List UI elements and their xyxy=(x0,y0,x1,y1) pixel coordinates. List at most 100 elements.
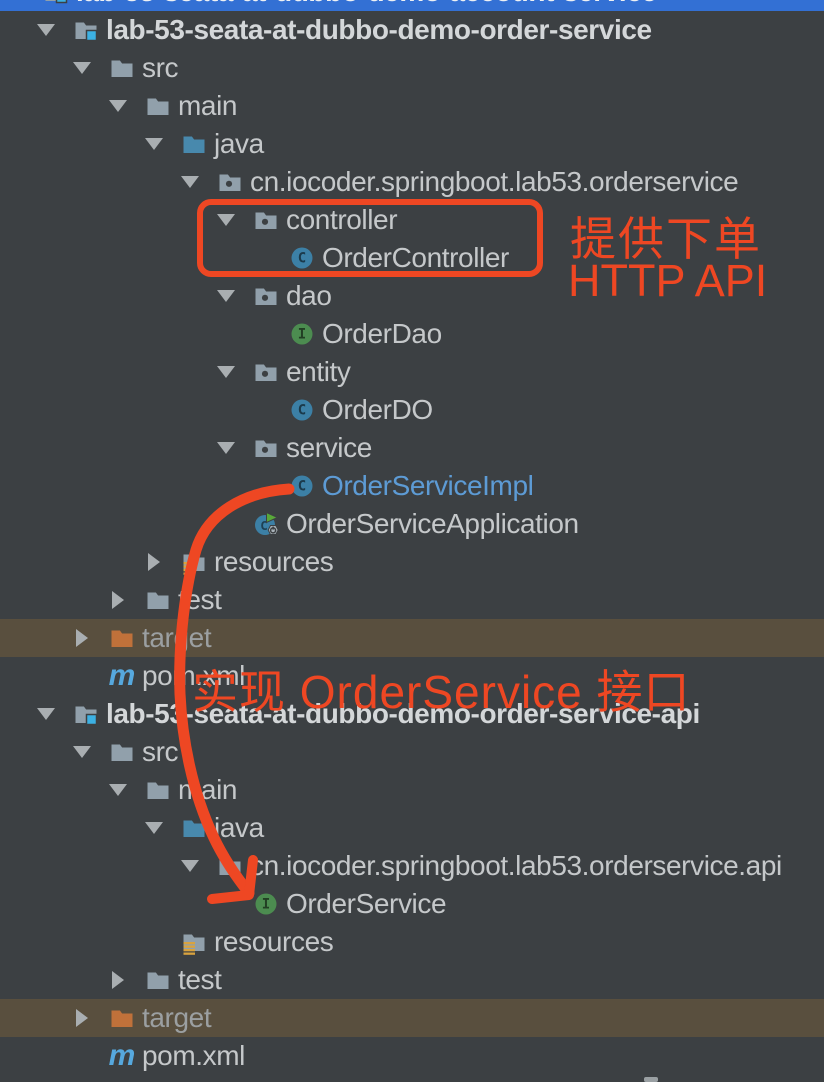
arrow-slot xyxy=(102,961,146,999)
expand-arrow-icon[interactable] xyxy=(181,176,199,188)
tree-row[interactable]: test xyxy=(0,961,824,999)
expand-arrow-icon[interactable] xyxy=(217,214,235,226)
interface-icon: I xyxy=(290,322,314,346)
expand-arrow-icon[interactable] xyxy=(217,366,235,378)
tree-row[interactable]: target xyxy=(0,999,824,1037)
tree-row-label: OrderDO xyxy=(322,394,433,425)
tree-row-label: lab-53-seata-at-dubbo-demo-order-service… xyxy=(106,698,700,729)
tree-row[interactable]: main xyxy=(0,87,824,125)
collapse-arrow-icon[interactable] xyxy=(148,553,160,571)
folder-icon xyxy=(110,740,134,764)
tree-row-label: target xyxy=(142,622,212,653)
tree-row[interactable]: C OrderServiceApplication xyxy=(0,505,824,543)
maven-icon: m xyxy=(108,1039,136,1072)
svg-text:I: I xyxy=(298,327,306,343)
tree-row[interactable]: java xyxy=(0,125,824,163)
tree-row[interactable]: lab-53-seata-at-dubbo-demo-order-service… xyxy=(0,695,824,733)
tree-row[interactable]: dao xyxy=(0,277,824,315)
selected-tree-row-clipped[interactable]: lab-53-seata-at-dubbo-demo-account-servi… xyxy=(0,0,824,11)
tree-row[interactable]: I OrderDao xyxy=(0,315,824,353)
arrow-slot xyxy=(66,999,110,1037)
expand-arrow-icon[interactable] xyxy=(181,860,199,872)
arrow-slot xyxy=(210,505,254,543)
tree-row[interactable]: entity xyxy=(0,353,824,391)
tree-row-label: resources xyxy=(214,546,334,577)
package-folder-icon xyxy=(254,284,278,308)
tree-row[interactable]: C OrderDO xyxy=(0,391,824,429)
arrow-slot xyxy=(66,733,110,771)
tree-row-label: OrderServiceApplication xyxy=(286,508,579,539)
tree-row[interactable]: java xyxy=(0,809,824,847)
source-folder-icon xyxy=(182,132,206,156)
resources-folder-icon xyxy=(182,930,206,955)
class-icon: C xyxy=(290,246,314,270)
tree-row[interactable]: cn.iocoder.springboot.lab53.orderservice… xyxy=(0,847,824,885)
tree-row[interactable]: lab-53-seata-at-dubbo-demo-order-service xyxy=(0,11,824,49)
source-folder-icon xyxy=(182,816,206,840)
expand-arrow-icon[interactable] xyxy=(109,100,127,112)
tree-row-label: lab-53-seata-at-dubbo-demo-order-service xyxy=(106,14,652,45)
arrow-slot xyxy=(30,11,74,49)
collapse-arrow-icon[interactable] xyxy=(76,1009,88,1027)
tree-row-label: target xyxy=(142,1002,212,1033)
tree-row[interactable]: target xyxy=(0,619,824,657)
expand-arrow-icon[interactable] xyxy=(145,822,163,834)
expand-arrow-icon[interactable] xyxy=(73,62,91,74)
arrow-slot xyxy=(30,695,74,733)
tree-row[interactable]: resources xyxy=(0,543,824,581)
class-icon: C xyxy=(290,398,314,422)
excluded-folder-icon xyxy=(110,1006,134,1030)
folder-icon xyxy=(110,56,134,80)
arrow-slot xyxy=(210,277,254,315)
arrow-slot xyxy=(210,429,254,467)
arrow-slot xyxy=(210,201,254,239)
package-folder-icon xyxy=(218,854,242,878)
expand-arrow-icon[interactable] xyxy=(217,442,235,454)
folder-icon xyxy=(146,588,170,612)
tree: lab-53-seata-at-dubbo-demo-order-service… xyxy=(0,11,824,1075)
arrow-slot xyxy=(66,619,110,657)
expand-arrow-icon[interactable] xyxy=(217,290,235,302)
arrow-slot xyxy=(246,315,290,353)
expand-arrow-icon[interactable] xyxy=(37,708,55,720)
tree-row-label: OrderDao xyxy=(322,318,442,349)
arrow-slot xyxy=(138,923,182,961)
arrow-slot xyxy=(66,49,110,87)
expand-arrow-icon[interactable] xyxy=(73,746,91,758)
svg-text:I: I xyxy=(262,897,270,913)
tree-row[interactable]: cn.iocoder.springboot.lab53.orderservice xyxy=(0,163,824,201)
tree-row[interactable]: src xyxy=(0,733,824,771)
collapse-arrow-icon[interactable] xyxy=(112,971,124,989)
expand-arrow-icon[interactable] xyxy=(109,784,127,796)
arrow-slot xyxy=(210,353,254,391)
tree-row-label: pom.xml xyxy=(142,1040,245,1071)
svg-text:C: C xyxy=(298,251,306,267)
collapse-arrow-icon[interactable] xyxy=(112,591,124,609)
tree-row[interactable]: main xyxy=(0,771,824,809)
tree-row[interactable]: controller xyxy=(0,201,824,239)
expand-arrow-icon[interactable] xyxy=(37,24,55,36)
tree-row-label: test xyxy=(178,964,222,995)
tree-row-label: lab-53-seata-at-dubbo-demo-account-servi… xyxy=(76,0,657,8)
tree-row-label: test xyxy=(178,584,222,615)
collapse-arrow-icon[interactable] xyxy=(76,629,88,647)
folder-icon xyxy=(146,778,170,802)
arrow-slot xyxy=(66,1037,110,1075)
package-folder-icon xyxy=(254,208,278,232)
tree-row[interactable]: src xyxy=(0,49,824,87)
arrow-slot xyxy=(246,391,290,429)
spring-boot-run-icon: C xyxy=(254,511,279,536)
tree-row-label: service xyxy=(286,432,372,463)
expand-arrow-icon[interactable] xyxy=(145,138,163,150)
tree-row-label: src xyxy=(142,736,179,767)
tree-row[interactable]: service xyxy=(0,429,824,467)
tree-row[interactable]: test xyxy=(0,581,824,619)
excluded-folder-icon xyxy=(110,626,134,650)
tree-row[interactable]: resources xyxy=(0,923,824,961)
